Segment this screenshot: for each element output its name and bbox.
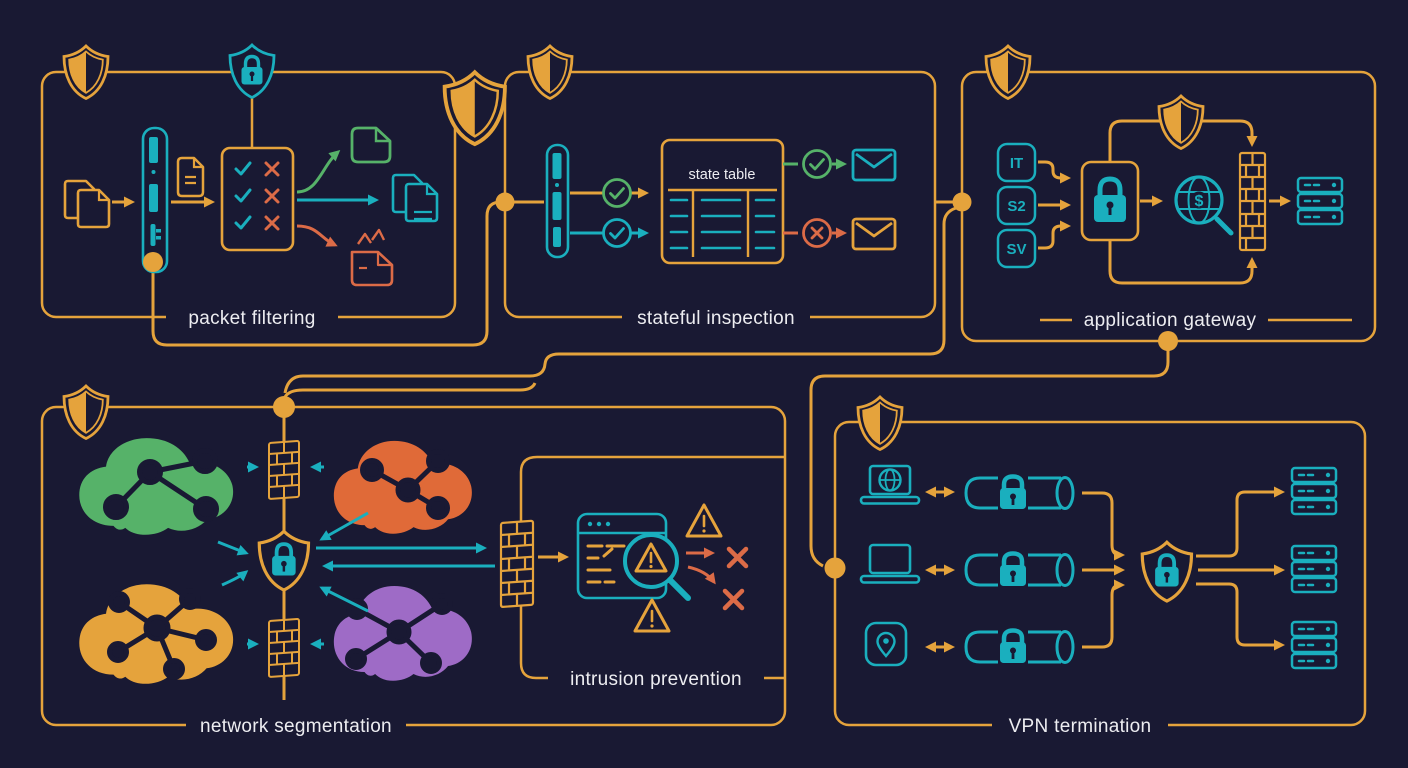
shield-icon [984,44,1032,100]
cloud-gold [79,584,234,684]
label-plate [166,303,338,331]
arrow-allow [296,150,341,194]
vpn-tunnel-icon [966,554,1073,587]
warning-triangle-top-icon [685,503,723,538]
segment-firewall-bottom-icon [267,617,301,679]
panel-label: application gateway [1084,310,1257,331]
shield-icon [62,384,110,440]
connector-filter-to-stateful [151,200,502,347]
junction-dot [824,557,846,579]
label-plate [548,664,764,692]
panel-network-segmentation: network segmentation [40,384,787,739]
incoming-packets-icon [63,179,111,229]
server-icon-2 [1290,544,1338,594]
proxy-lock-icon [1080,160,1140,242]
location-pin-icon [864,621,908,667]
panel-stateful-inspection: state table stateful inspection [442,44,937,331]
segment-arrows [217,461,495,650]
firewall-appliance-icon [545,143,570,259]
cloud-purple [333,586,472,681]
firewall-wall-icon [499,519,535,609]
connector-gateway-dot-to-junction [283,206,957,394]
browser-scan-icon [576,512,691,601]
vpn-shield-lock-icon [1140,540,1194,603]
panel-label: intrusion prevention [570,669,742,690]
source-label-sv: SV [1006,241,1026,258]
globe-search-icon [1174,175,1234,236]
vpn-tunnel-icon [966,631,1073,664]
panel-vpn-termination: VPN termination [824,395,1367,739]
source-arrows [1038,160,1071,250]
panel-label: network segmentation [200,716,392,737]
firewall-appliance-icon [141,126,169,274]
forwarded-docs-icon [391,173,439,223]
client-row-3 [864,579,1125,667]
panel-label: packet filtering [188,308,315,329]
connector-junction-branch [283,382,537,398]
firewall-wall-icon [1238,151,1267,252]
block-arrow-2 [687,565,716,585]
tunnel-link [1082,491,1125,561]
inspected-packet-icon [176,156,205,198]
allowed-doc-icon [350,126,392,164]
rule-list-icon [220,146,295,252]
deny-circle-icon [802,218,832,248]
label-plate [186,711,406,739]
server-icon [1296,176,1344,226]
tunnel-link [1082,579,1125,649]
server-icon-1 [1290,466,1338,516]
panel-application-gateway: IT S2 SV $ application gateway [952,44,1377,351]
junction-dot-bottom [1158,331,1178,351]
vpn-tunnel-icon [966,477,1073,510]
server-links [1196,486,1285,651]
table-shield-icon [442,70,507,147]
session-ok-icon [602,178,632,208]
laptop-icon [859,543,921,584]
state-table-title: state table [689,167,756,183]
shield-icon [856,395,904,451]
dropped-doc-icon [350,228,394,287]
doc-lines [414,210,432,221]
dollar-glyph: $ [1195,193,1204,210]
cloud-green [79,438,234,535]
shield-lock-icon [228,43,276,100]
client-row-1 [859,464,1125,561]
blocked-x-marks [722,546,749,611]
client-row-2 [859,543,1125,587]
panel-border [833,420,1367,727]
junction-dot [143,252,163,272]
inter-panel-connectors [151,200,1170,700]
source-label-it: IT [1010,155,1023,172]
junction-dot [273,396,295,418]
connector-gateway-to-vpn [809,345,1170,568]
laptop-globe-icon [859,464,921,505]
denied-mail-icon [851,217,897,251]
label-plate [992,711,1168,739]
loop-shield-icon [1157,94,1205,150]
panel-label: stateful inspection [637,308,795,329]
panel-packet-filtering: packet filtering [40,43,457,331]
state-table-icon: state table [660,138,785,265]
server-icon-3 [1290,620,1338,670]
junction-dot [495,192,515,212]
shield-icon [62,44,110,100]
allow-circle-icon [802,149,832,179]
source-boxes: IT S2 SV [996,142,1037,269]
segment-firewall-top-icon [267,439,301,501]
junction-dot [952,192,972,212]
cloud-orange [333,440,472,534]
session-ok-icon-2 [602,218,632,248]
label-plate [622,303,810,331]
warning-triangle-bottom-icon [633,598,671,633]
shield-icon [526,44,574,100]
arrow-deny [296,224,338,247]
panel-border [40,405,787,727]
segment-shield-lock-icon [257,529,311,592]
allowed-mail-icon [851,148,897,182]
panel-label: VPN termination [1009,716,1152,737]
source-label-s2: S2 [1007,198,1025,215]
panel-intrusion-prevention: intrusion prevention [499,455,785,692]
